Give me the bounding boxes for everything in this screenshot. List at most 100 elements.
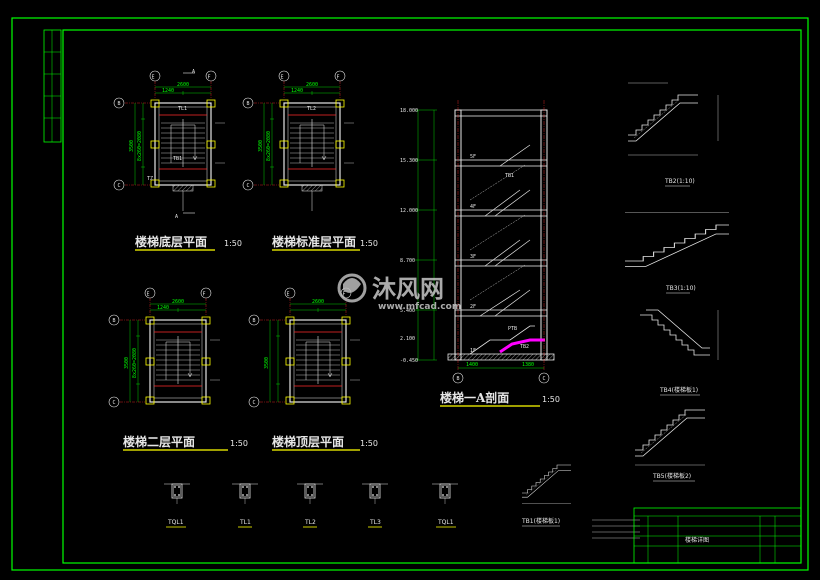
- plan2-title: 楼梯标准层平面: [272, 234, 356, 249]
- section-scale: 1:50: [542, 395, 560, 404]
- detail-tb5: [634, 409, 706, 466]
- plan1-cut-mark-bottom: A: [175, 214, 178, 220]
- detail-tb1: [521, 464, 572, 504]
- plan4-title: 楼梯顶层平面: [272, 434, 344, 449]
- plan2-dim-width: 2600: [306, 82, 318, 88]
- plan2-axis-left-bottom: F: [336, 75, 339, 81]
- revision-strip: [43, 29, 62, 143]
- detail-tb3-label: TB3(1:10): [665, 285, 696, 292]
- plan-ground-floor: [113, 70, 226, 214]
- plan3-dim-run: 8x260=2080: [132, 348, 138, 378]
- section-tql1-a-label: TQL1: [167, 519, 184, 526]
- plan4-axis-row-top: B: [252, 318, 255, 324]
- detail-tb1-label: TB1(楼梯板1): [521, 517, 560, 525]
- plan2-scale: 1:50: [360, 239, 378, 248]
- plan3-axis-row-bottom: C: [112, 400, 115, 406]
- plan3-dim-split: 1240: [157, 305, 169, 311]
- watermark-url: www.mfcad.com: [378, 302, 461, 312]
- plan1-dim-width: 2600: [177, 82, 189, 88]
- watermark-logo-icon: [337, 273, 367, 303]
- section-floor-3f: 3F: [470, 254, 476, 260]
- section-tl1-label: TL1: [239, 519, 251, 526]
- title-block-name: 楼梯详图: [685, 536, 709, 544]
- plan3-dim-depth: 3500: [124, 357, 130, 369]
- section-floor-5f: 5F: [470, 154, 476, 160]
- section-member-ptb: PTB: [508, 326, 517, 332]
- plan1-member-tl: TL1: [178, 106, 187, 112]
- section-member-tb2: TB2: [520, 344, 529, 350]
- section-tl1: [231, 483, 259, 505]
- plan4-axis-left-top: E: [286, 292, 289, 298]
- plan2-member-tl: TL2: [307, 106, 316, 112]
- plan4-axis-row-bottom: C: [252, 400, 255, 406]
- section-tl3-label: TL3: [369, 519, 381, 526]
- plan3-axis-row-top: B: [112, 318, 115, 324]
- plan1-title: 楼梯底层平面: [135, 234, 207, 249]
- section-view: [415, 100, 555, 384]
- notes-block: [592, 519, 640, 539]
- section-tql1-b: [431, 483, 459, 505]
- plan3-dim-width: 2600: [172, 299, 184, 305]
- plan2-dim-depth: 3500: [258, 140, 264, 152]
- plan3-axis-left-top: E: [146, 292, 149, 298]
- section-tql1-a: [163, 483, 191, 505]
- plan1-axis-row-top: B: [117, 101, 120, 107]
- section-elev-1: 18.000: [400, 108, 418, 114]
- plan2-axis-row-top: B: [246, 101, 249, 107]
- plan1-axis-left-bottom: F: [207, 75, 210, 81]
- plan1-dim-depth: 3500: [129, 140, 135, 152]
- plan2-axis-left-top: E: [280, 75, 283, 81]
- section-tl2-label: TL2: [304, 519, 316, 526]
- section-dim-right: 1380: [522, 362, 534, 368]
- plan-standard-floor: [242, 70, 355, 211]
- plan-top-floor: [248, 287, 361, 408]
- section-elev-6: 2.100: [400, 336, 415, 342]
- section-floor-4f: 4F: [470, 204, 476, 210]
- plan4-scale: 1:50: [360, 439, 378, 448]
- plan4-axis-left-bottom: F: [342, 292, 345, 298]
- plan2-dim-split: 1240: [291, 88, 303, 94]
- plan1-scale: 1:50: [224, 239, 242, 248]
- detail-tb4: [640, 309, 719, 360]
- plan2-dim-run: 8x260=2080: [266, 131, 272, 161]
- plan4-dim-depth: 3500: [264, 357, 270, 369]
- detail-tb2-label: TB2(1:10): [664, 178, 695, 185]
- plan1-cut-mark-top: A: [192, 69, 195, 75]
- plan1-dim-split: 1240: [162, 88, 174, 94]
- watermark: 沐风网 www.mfcad.com: [337, 273, 461, 312]
- section-dim-left: 1400: [466, 362, 478, 368]
- section-axis-left: B: [456, 376, 459, 382]
- section-tl2: [296, 483, 324, 505]
- section-elev-4: 8.700: [400, 258, 415, 264]
- plan1-member-tb: TB1: [173, 156, 182, 162]
- title-block: [633, 507, 802, 564]
- detail-tb4-label: TB4(楼梯板1): [659, 386, 698, 394]
- section-elev-3: 12.000: [400, 208, 418, 214]
- section-axis-right: C: [542, 376, 545, 382]
- plan1-member-tz: TZ: [147, 176, 153, 182]
- inner-frame: [62, 29, 802, 564]
- plan2-axis-row-bottom: C: [246, 183, 249, 189]
- watermark-brand: 沐风网: [372, 275, 444, 303]
- plan4-dim-width: 2600: [312, 299, 324, 305]
- detail-tb3: [625, 212, 729, 267]
- section-elev-5: 5.400: [400, 308, 415, 314]
- detail-tb5-label: TB5(楼梯板2): [652, 472, 691, 480]
- detail-tb2: [627, 82, 719, 156]
- outer-frame: [11, 17, 809, 571]
- section-elev-7: -0.450: [400, 358, 418, 364]
- plan3-scale: 1:50: [230, 439, 248, 448]
- section-member-tb: TB1: [505, 173, 514, 179]
- section-floor-1f: 1F: [470, 348, 476, 354]
- section-elev-2: 15.300: [400, 158, 418, 164]
- section-tql1-b-label: TQL1: [437, 519, 454, 526]
- section-title: 楼梯一A剖面: [440, 390, 509, 405]
- section-floor-2f: 2F: [470, 304, 476, 310]
- plan1-axis-left-top: E: [151, 75, 154, 81]
- plan1-dim-run: 8x260=2080: [137, 131, 143, 161]
- plan3-title: 楼梯二层平面: [123, 434, 195, 449]
- section-tl3: [361, 483, 389, 505]
- plan3-axis-left-bottom: F: [202, 292, 205, 298]
- plan1-axis-row-bottom: C: [117, 183, 120, 189]
